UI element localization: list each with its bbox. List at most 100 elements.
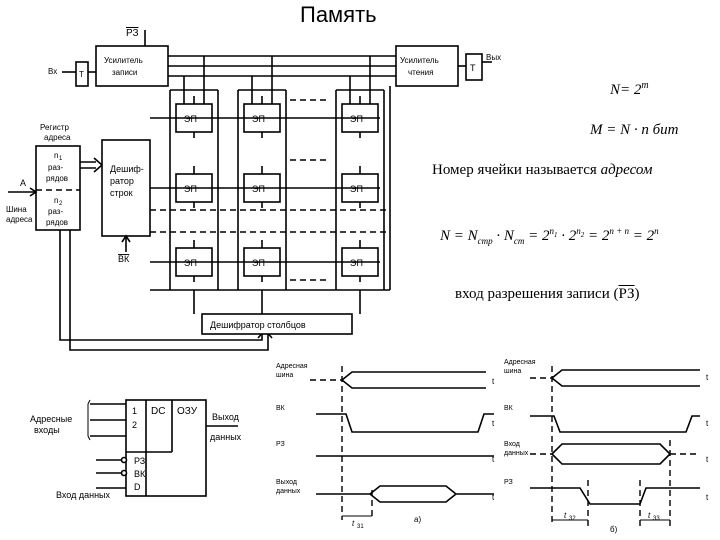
timing-signal-label: РЗ: [276, 441, 285, 448]
big-lhs: N = N: [440, 228, 478, 244]
formula-n: N= 2m: [610, 80, 649, 99]
time-axis-label: t: [492, 377, 495, 386]
pin-2: 2: [132, 420, 137, 430]
formula-m-text: M = N · n бит: [590, 122, 679, 138]
timing-signal-label: шина: [504, 368, 521, 375]
big-exp-sum: n + n: [609, 226, 629, 236]
timing-waveform: [316, 413, 494, 433]
a-label: А: [20, 178, 26, 188]
row-decoder-l3: строк: [110, 188, 133, 198]
address-input-lines: [90, 403, 126, 437]
output-label: Вых: [486, 53, 501, 62]
diagram-b-letter: б): [610, 525, 618, 534]
n2-l2: раз-: [48, 207, 63, 216]
addr-register-l2: адреса: [44, 133, 71, 142]
tau-32: t: [564, 511, 567, 520]
diagram-a-letter: а): [414, 515, 421, 524]
tau-33: t: [648, 511, 651, 520]
bus-l2: адреса: [6, 215, 33, 224]
time-axis-label: t: [706, 455, 709, 464]
output-trigger-label: Т: [470, 63, 476, 73]
n1-l2: раз-: [48, 163, 63, 172]
time-axis-label: t: [492, 419, 495, 428]
timing-signal-label: Вход: [504, 441, 520, 448]
write-enable-close: ): [634, 286, 640, 302]
control-input-lines: [96, 459, 126, 489]
d-pin-label: D: [134, 482, 141, 492]
address-inputs-l1: Адресные: [30, 414, 72, 424]
n2-l3: рядов: [46, 218, 68, 227]
big-n1: n1: [549, 226, 558, 239]
formula-big: N = Nстр · Nст = 2n1 · 2n2 = 2n + n = 2n: [440, 226, 659, 246]
time-axis-label: t: [492, 493, 495, 502]
big-dot2: · 2: [557, 228, 577, 244]
write-amplifier: [95, 45, 169, 87]
tau-33-sub: 33: [653, 516, 660, 522]
big-n2-sub: 2: [580, 230, 585, 239]
vk-inversion: [120, 469, 128, 477]
vk-label: ВК: [118, 254, 130, 264]
addr-register-l1: Регистр: [40, 123, 69, 132]
n2-letter: n: [54, 196, 58, 205]
time-axis-label: t: [706, 419, 709, 428]
address-note-text: Номер ячейки называется: [432, 162, 597, 178]
row-decoder: [101, 139, 151, 237]
big-n1-letter: n: [549, 226, 555, 236]
big-rhs2: = 2: [584, 228, 610, 244]
read-amp-l1: Усилитель: [400, 56, 439, 65]
timing-waveform: [551, 369, 700, 387]
ram-symbol: [125, 399, 207, 497]
input-label: Вх: [48, 67, 57, 76]
data-out-l2: данных: [210, 432, 242, 442]
write-amp-l1: Усилитель: [104, 56, 143, 65]
timing-waveform: [530, 415, 700, 433]
memory-cell-label: ЭП: [350, 114, 363, 124]
write-enable-note: вход разрешения записи (РЗ): [455, 286, 640, 303]
n1-letter: n: [54, 151, 58, 160]
time-axis-label: t: [492, 455, 495, 464]
reg-to-col-line-1: [59, 230, 263, 341]
address-inputs-l2: входы: [34, 425, 60, 435]
timing-waveform: [551, 443, 671, 465]
timing-signal-label: ВК: [504, 405, 514, 412]
row-decoder-l1: Дешиф-: [110, 164, 144, 174]
time-axis-label: t: [706, 373, 709, 382]
memory-cell-label: ЭП: [350, 258, 363, 268]
rz-inversion: [120, 456, 128, 464]
address-word: адресом: [600, 162, 653, 178]
write-enable-sym: РЗ: [618, 286, 635, 302]
big-n: n: [654, 226, 659, 236]
write-amp-l2: записи: [112, 68, 137, 77]
reg-to-row-arrow: [80, 157, 104, 173]
column-decoder-label: Дешифратор столбцов: [210, 320, 306, 330]
big-rhs3: = 2: [628, 228, 655, 244]
timing-signal-label: Выход: [276, 479, 297, 486]
time-axis-label: t: [706, 493, 709, 502]
data-in-label: Вход данных: [56, 490, 111, 500]
vk-pin-label: ВК: [134, 469, 146, 479]
formula-n-text: N= 2: [610, 82, 642, 98]
timing-signal-label: РЗ: [504, 479, 513, 486]
input-trigger-label: Т: [79, 70, 84, 79]
big-n1-sub: 1: [554, 230, 558, 239]
tau-31-sub: 31: [357, 524, 364, 530]
big-rhs1: = 2: [524, 228, 550, 244]
memory-cell-label: ЭП: [350, 184, 363, 194]
memory-cell-label: ЭП: [184, 258, 197, 268]
memory-cell-label: ЭП: [184, 184, 197, 194]
row-decoder-l2: ратор: [110, 176, 134, 186]
formula-m: M = N · n бит: [590, 122, 679, 139]
data-out-l1: Выход: [212, 412, 240, 422]
address-note: Номер ячейки называется адресом: [432, 162, 652, 179]
column-decoder: [201, 313, 353, 335]
n1-sub: 1: [59, 156, 63, 162]
memory-cell-label: ЭП: [184, 114, 197, 124]
memory-cell-label: ЭП: [252, 114, 265, 124]
n1-l3: рядов: [46, 174, 68, 183]
rz-top-label: РЗ: [126, 28, 139, 39]
